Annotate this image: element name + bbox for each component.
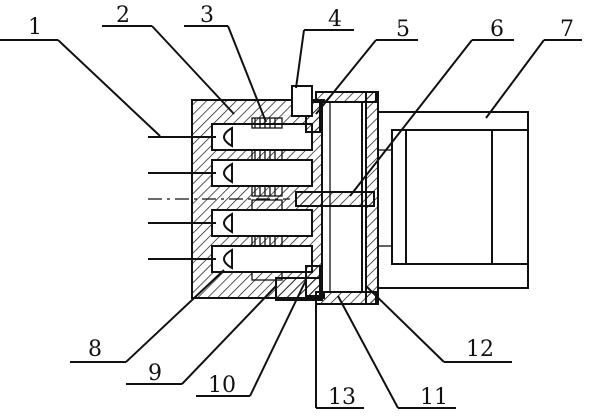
callout-12: 12: [466, 337, 494, 362]
housing-block: [191, 99, 325, 299]
callout-6: 6: [490, 17, 504, 42]
callout-8: 8: [88, 337, 102, 362]
callout-5: 5: [396, 17, 410, 42]
lead-screw: [295, 191, 375, 207]
callout-labels: 1 2 3 4 5 6 7 8 9 10 11 12 13: [28, 3, 574, 410]
leader-lines: [0, 25, 582, 409]
callout-7: 7: [560, 17, 574, 42]
callout-13: 13: [328, 385, 356, 410]
callout-1: 1: [28, 15, 42, 40]
callout-10: 10: [208, 373, 236, 398]
callout-3: 3: [200, 3, 214, 28]
callout-11: 11: [420, 385, 448, 410]
callout-2: 2: [116, 3, 130, 28]
callout-4: 4: [328, 7, 342, 32]
input-rods: [148, 136, 290, 260]
top-nut: [291, 85, 313, 117]
coil-springs: [251, 117, 283, 281]
plunger-heads: [223, 126, 233, 270]
cup-housing: [275, 85, 379, 305]
callout-9: 9: [148, 361, 162, 386]
motor: [377, 111, 529, 289]
